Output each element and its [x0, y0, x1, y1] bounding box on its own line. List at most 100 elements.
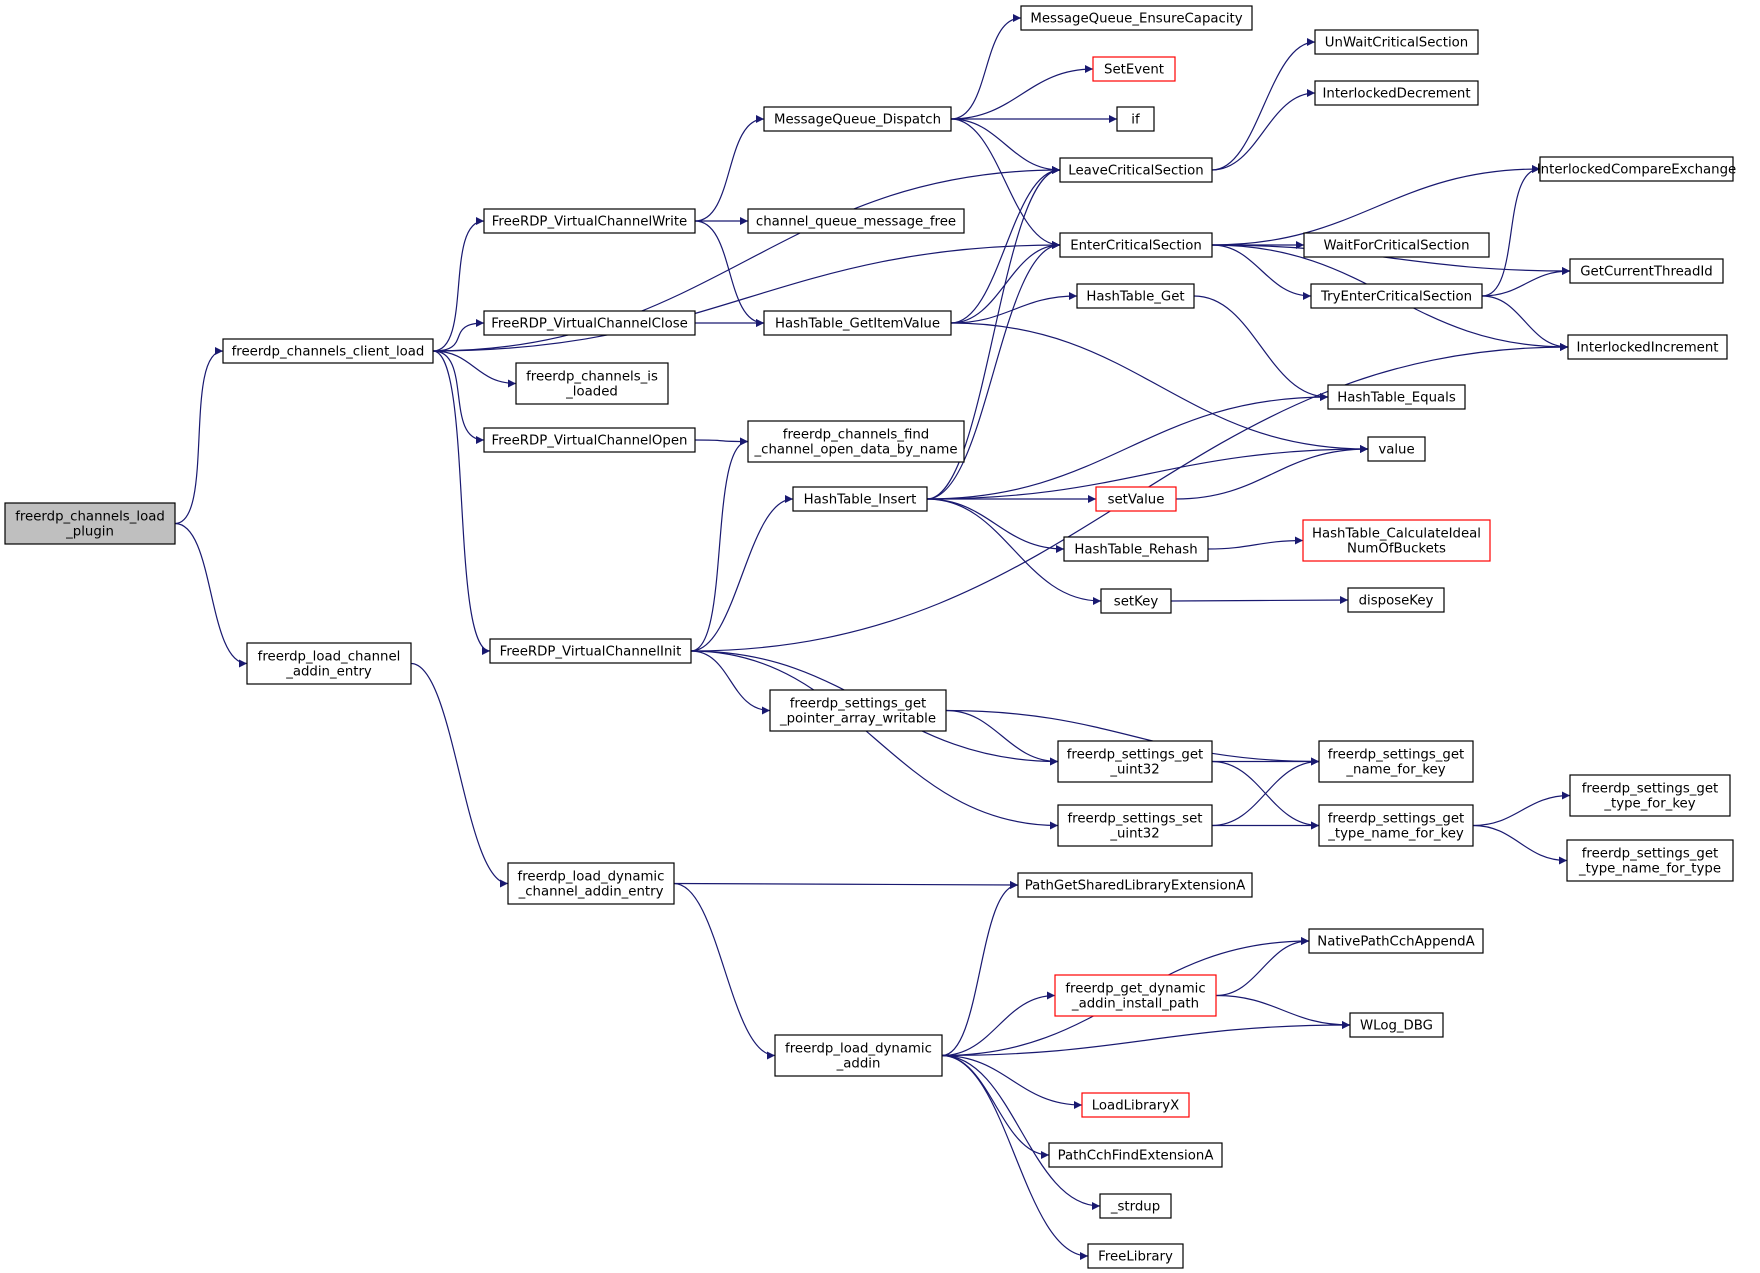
- node-label: freerdp_channels_client_load: [232, 345, 425, 360]
- call-edge-freerdp-channels-client-load-to-entercriticalsection: [432, 241, 1061, 352]
- function-node-setvalue[interactable]: setValue: [1095, 486, 1177, 512]
- node-label: freerdp_channels_load: [15, 510, 165, 525]
- node-label: _addin_install_path: [1071, 997, 1199, 1012]
- function-node-setevent[interactable]: SetEvent: [1092, 56, 1176, 82]
- function-node-hashtable-getitemvalue[interactable]: HashTable_GetItemValue: [763, 310, 952, 336]
- node-label: HashTable_CalculateIdeal: [1312, 527, 1481, 542]
- function-node-freerdp-channels-is-loaded[interactable]: freerdp_channels_is_loaded: [515, 362, 669, 405]
- function-node-disposekey[interactable]: disposeKey: [1347, 587, 1445, 613]
- function-node-freerdp-virtualchannelclose[interactable]: FreeRDP_VirtualChannelClose: [483, 310, 696, 336]
- node-box: [1314, 29, 1479, 55]
- function-node-freerdp-settings-get-type-name-for-key[interactable]: freerdp_settings_get_type_name_for_key: [1318, 804, 1474, 847]
- function-node-freerdp-virtualchannelinit[interactable]: FreeRDP_VirtualChannelInit: [489, 638, 692, 664]
- function-node-entercriticalsection[interactable]: EnterCriticalSection: [1059, 232, 1213, 258]
- node-label: FreeRDP_VirtualChannelWrite: [492, 215, 688, 230]
- node-label: EnterCriticalSection: [1070, 239, 1202, 254]
- function-node-unwaitcriticalsection[interactable]: UnWaitCriticalSection: [1314, 29, 1479, 55]
- call-edge-tryentercriticalsection-to-interlockedcompareexchange: [1481, 165, 1541, 297]
- function-node-freerdp-settings-get-pointer-array-writable[interactable]: freerdp_settings_get_pointer_array_writa…: [769, 689, 947, 732]
- call-edge-freerdp-load-dynamic-addin-to-wlog-dbg: [941, 1021, 1351, 1057]
- call-edge-freerdp-get-dynamic-addin-install-path-to-wlog-dbg: [1215, 994, 1351, 1029]
- call-edge-freerdp-channels-client-load-to-freerdp-virtualchannelopen: [432, 350, 485, 444]
- call-edge-hashtable-get-to-hashtable-equals: [1193, 295, 1329, 401]
- function-node-freerdp-load-channel-addin-entry[interactable]: freerdp_load_channel_addin_entry: [246, 642, 412, 685]
- function-node-getcurrentthreadid[interactable]: GetCurrentThreadId: [1569, 258, 1724, 284]
- function-node-messagequeue-ensurecapacity[interactable]: MessageQueue_EnsureCapacity: [1020, 5, 1253, 31]
- node-label: _type_for_key: [1603, 797, 1695, 812]
- function-node-freerdp-virtualchannelwrite[interactable]: FreeRDP_VirtualChannelWrite: [483, 208, 696, 234]
- node-box: [1095, 486, 1177, 512]
- node-box: [1054, 974, 1217, 1017]
- function-node-hashtable-get[interactable]: HashTable_Get: [1076, 283, 1195, 309]
- node-box: [1100, 588, 1172, 614]
- call-edge-freerdp-settings-get-pointer-array-writable-to-freerdp-settings-get-uint32: [945, 709, 1059, 766]
- function-node-hashtable-equals[interactable]: HashTable_Equals: [1327, 384, 1466, 410]
- function-node-freerdp-get-dynamic-addin-install-path[interactable]: freerdp_get_dynamic_addin_install_path: [1054, 974, 1217, 1017]
- node-box: [763, 106, 952, 132]
- call-edge-freerdp-channels-client-load-to-freerdp-virtualchannelwrite: [432, 217, 485, 352]
- call-edge-freerdp-virtualchannelinit-to-freerdp-settings-set-uint32: [690, 650, 1059, 830]
- function-node-freerdp-channels-find-channel-open-data-by-name[interactable]: freerdp_channels_find_channel_open_data_…: [747, 420, 965, 463]
- node-box: [1566, 839, 1734, 882]
- function-node-freerdp-channels-load-plugin[interactable]: freerdp_channels_load_plugin: [4, 502, 176, 545]
- call-edges: [174, 14, 1571, 1260]
- call-edge-freerdp-channels-client-load-to-freerdp-virtualchannelclose: [432, 319, 485, 352]
- call-edge-freerdp-load-dynamic-channel-addin-entry-to-pathgetsharedlibraryextensiona: [673, 880, 1019, 889]
- node-box: [1116, 106, 1155, 132]
- node-box: [1567, 334, 1728, 360]
- call-edge-freerdp-channels-client-load-to-freerdp-virtualchannelinit: [432, 350, 491, 655]
- function-node-channel-queue-message-free[interactable]: channel_queue_message_free: [747, 208, 965, 234]
- node-box: [1076, 283, 1195, 309]
- node-box: [747, 420, 965, 463]
- function-node-interlockedincrement[interactable]: InterlockedIncrement: [1567, 334, 1728, 360]
- function-node-freerdp-settings-get-uint32[interactable]: freerdp_settings_get_uint32: [1057, 740, 1213, 783]
- node-label: FreeRDP_VirtualChannelClose: [491, 317, 688, 332]
- function-node-hashtable-rehash[interactable]: HashTable_Rehash: [1063, 536, 1209, 562]
- node-label: disposeKey: [1359, 594, 1434, 609]
- function-node-waitforcriticalsection[interactable]: WaitForCriticalSection: [1303, 232, 1490, 258]
- node-label: channel_queue_message_free: [756, 215, 956, 230]
- function-node-freerdp-channels-client-load[interactable]: freerdp_channels_client_load: [222, 338, 434, 364]
- function-node-wlog-dbg[interactable]: WLog_DBG: [1349, 1012, 1444, 1038]
- node-label: freerdp_load_channel: [258, 650, 401, 665]
- node-label: FreeRDP_VirtualChannelOpen: [492, 434, 688, 449]
- node-label: _type_name_for_key: [1327, 827, 1464, 842]
- function-node-freerdp-load-dynamic-channel-addin-entry[interactable]: freerdp_load_dynamic_channel_addin_entry: [507, 862, 675, 905]
- node-box: [1318, 804, 1474, 847]
- function-node-interlockeddecrement[interactable]: InterlockedDecrement: [1314, 80, 1479, 106]
- function-node-freerdp-settings-get-name-for-key[interactable]: freerdp_settings_get_name_for_key: [1318, 740, 1474, 783]
- function-node-if[interactable]: if: [1116, 106, 1155, 132]
- node-box: [1099, 1193, 1172, 1219]
- function-node-nativepathcchappenda[interactable]: NativePathCchAppendA: [1308, 928, 1484, 954]
- call-edge-freerdp-load-dynamic-addin-to-pathgetsharedlibraryextensiona: [941, 881, 1019, 1057]
- function-node-freelibrary[interactable]: FreeLibrary: [1087, 1243, 1184, 1269]
- node-label: if: [1131, 113, 1140, 128]
- function-node-loadlibraryx[interactable]: LoadLibraryX: [1081, 1092, 1190, 1118]
- node-box: [1017, 872, 1253, 898]
- node-label: InterlockedIncrement: [1577, 341, 1719, 356]
- function-node-freerdp-virtualchannelopen[interactable]: FreeRDP_VirtualChannelOpen: [483, 427, 696, 453]
- function-node-setkey[interactable]: setKey: [1100, 588, 1172, 614]
- function-node-freerdp-settings-set-uint32[interactable]: freerdp_settings_set_uint32: [1057, 804, 1213, 847]
- function-node-value[interactable]: value: [1367, 436, 1426, 462]
- node-box: [1569, 258, 1724, 284]
- node-box: [1539, 156, 1734, 182]
- call-edge-freerdp-get-dynamic-addin-install-path-to-nativepathcchappenda: [1215, 937, 1310, 997]
- node-box: [1302, 519, 1491, 562]
- node-box: [507, 862, 675, 905]
- function-node-interlockedcompareexchange[interactable]: InterlockedCompareExchange: [1537, 156, 1737, 182]
- function-node-tryentercriticalsection[interactable]: TryEnterCriticalSection: [1310, 283, 1483, 309]
- function-node-pathgetsharedlibraryextensiona[interactable]: PathGetSharedLibraryExtensionA: [1017, 872, 1253, 898]
- function-node-freerdp-settings-get-type-name-for-type[interactable]: freerdp_settings_get_type_name_for_type: [1566, 839, 1734, 882]
- node-box: [1569, 774, 1731, 817]
- function-node-strdup[interactable]: _strdup: [1099, 1193, 1172, 1219]
- function-node-messagequeue-dispatch[interactable]: MessageQueue_Dispatch: [763, 106, 952, 132]
- call-edge-freerdp-channels-load-plugin-to-freerdp-channels-client-load: [174, 347, 224, 525]
- function-node-freerdp-settings-get-type-for-key[interactable]: freerdp_settings_get_type_for_key: [1569, 774, 1731, 817]
- function-node-freerdp-load-dynamic-addin[interactable]: freerdp_load_dynamic_addin: [774, 1034, 943, 1077]
- function-node-leavecriticalsection[interactable]: LeaveCriticalSection: [1059, 157, 1213, 183]
- function-node-pathcchfindextensiona[interactable]: PathCchFindExtensionA: [1048, 1142, 1223, 1168]
- node-label: HashTable_GetItemValue: [775, 317, 940, 332]
- function-node-hashtable-insert[interactable]: HashTable_Insert: [792, 486, 928, 512]
